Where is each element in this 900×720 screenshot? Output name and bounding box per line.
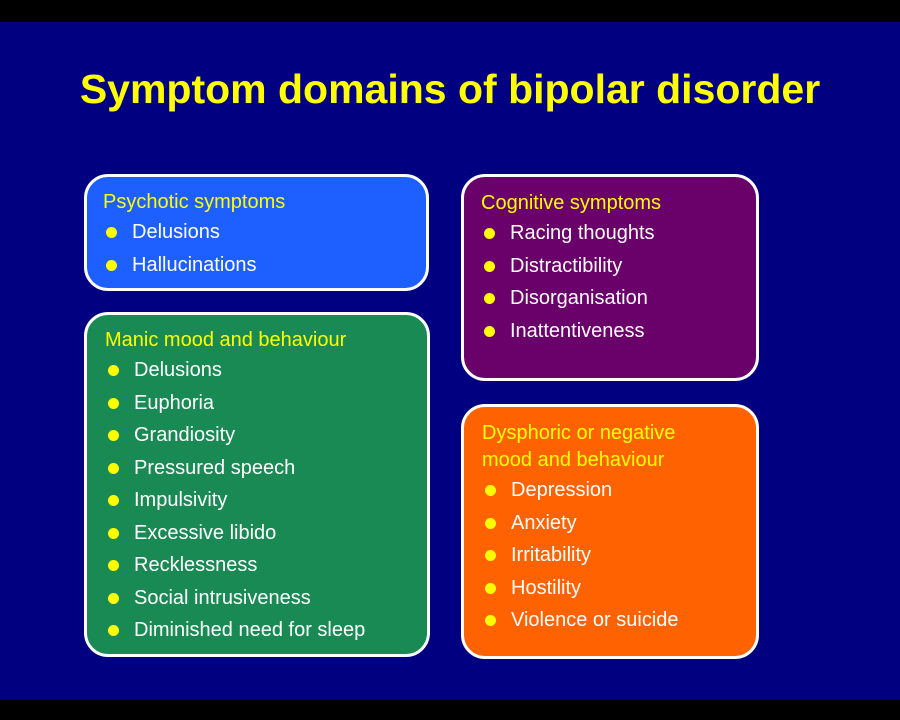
list-item: Distractibility xyxy=(481,250,756,283)
item-label: Euphoria xyxy=(134,391,215,414)
item-label: Delusions xyxy=(134,359,222,381)
list-item: Pressured speech xyxy=(105,452,427,485)
box-heading: Psychotic symptoms xyxy=(103,191,286,213)
item-label: Racing thoughts xyxy=(510,222,655,244)
bullet-icon xyxy=(485,485,496,496)
item-label: Pressured speech xyxy=(134,456,296,479)
list-item: Hallucinations xyxy=(103,249,426,282)
item-label: Inattentiveness xyxy=(510,319,645,342)
item-label: Hallucinations xyxy=(132,253,257,276)
bullet-icon xyxy=(484,228,495,239)
list-item: Depression xyxy=(482,474,756,507)
item-label: Recklessness xyxy=(134,554,258,576)
item-label: Social intrusiveness xyxy=(134,586,311,609)
bullet-icon xyxy=(485,615,496,626)
dysphoric-mood-box: Dysphoric or negative mood and behaviour… xyxy=(461,404,759,659)
cognitive-symptoms-box: Cognitive symptoms Racing thoughts Distr… xyxy=(461,174,759,381)
box-heading-line-1: Dysphoric or negative xyxy=(482,422,676,444)
list-item: Delusions xyxy=(103,216,426,249)
symptom-list: Delusions Euphoria Grandiosity Pressured… xyxy=(105,354,427,647)
list-item: Inattentiveness xyxy=(481,315,756,348)
list-item: Disorganisation xyxy=(481,282,756,315)
bullet-icon xyxy=(484,325,495,337)
item-label: Anxiety xyxy=(511,511,577,534)
bullet-icon xyxy=(485,582,496,594)
bullet-icon xyxy=(108,365,119,376)
symptom-list: Depression Anxiety Irritability Hostilit… xyxy=(482,474,756,637)
item-label: Distractibility xyxy=(510,254,623,277)
item-label: Violence or suicide xyxy=(511,609,679,631)
list-item: Hostility xyxy=(482,572,756,605)
list-item: Diminished need for sleep xyxy=(105,614,427,647)
bullet-icon xyxy=(484,260,495,272)
item-label: Disorganisation xyxy=(510,287,648,309)
manic-mood-box: Manic mood and behaviour Delusions Eupho… xyxy=(84,312,430,657)
bullet-icon xyxy=(108,430,119,441)
list-item: Social intrusiveness xyxy=(105,582,427,615)
bullet-icon xyxy=(108,462,119,474)
bullet-icon xyxy=(106,259,117,271)
item-label: Diminished need for sleep xyxy=(134,619,366,641)
list-item: Delusions xyxy=(105,354,427,387)
bullet-icon xyxy=(108,527,119,539)
bullet-icon xyxy=(108,560,119,571)
bullet-icon xyxy=(108,592,119,604)
item-label: Delusions xyxy=(132,221,220,243)
bullet-icon xyxy=(106,227,117,238)
box-heading-line-2: mood and behaviour xyxy=(482,449,665,471)
symptom-list: Delusions Hallucinations xyxy=(103,216,426,281)
box-heading: Cognitive symptoms xyxy=(481,192,662,214)
list-item: Irritability xyxy=(482,539,756,572)
list-item: Racing thoughts xyxy=(481,217,756,250)
list-item: Excessive libido xyxy=(105,517,427,550)
bullet-icon xyxy=(485,550,496,561)
bullet-icon xyxy=(484,293,495,304)
list-item: Violence or suicide xyxy=(482,604,756,637)
psychotic-symptoms-box: Psychotic symptoms Delusions Hallucinati… xyxy=(84,174,429,291)
item-label: Irritability xyxy=(511,544,592,566)
bullet-icon xyxy=(108,625,119,636)
item-label: Grandiosity xyxy=(134,424,236,446)
bullet-icon xyxy=(108,495,119,506)
item-label: Hostility xyxy=(511,576,582,599)
bullet-icon xyxy=(485,517,496,529)
symptom-list: Racing thoughts Distractibility Disorgan… xyxy=(481,217,756,347)
item-label: Excessive libido xyxy=(134,521,277,544)
slide: Symptom domains of bipolar disorder Psyc… xyxy=(0,22,900,700)
box-heading: Manic mood and behaviour xyxy=(105,329,347,351)
item-label: Impulsivity xyxy=(134,489,228,511)
list-item: Euphoria xyxy=(105,387,427,420)
slide-title: Symptom domains of bipolar disorder xyxy=(79,66,821,112)
list-item: Anxiety xyxy=(482,507,756,540)
item-label: Depression xyxy=(511,479,613,501)
bullet-icon xyxy=(108,397,119,409)
list-item: Impulsivity xyxy=(105,484,427,517)
list-item: Grandiosity xyxy=(105,419,427,452)
list-item: Recklessness xyxy=(105,549,427,582)
